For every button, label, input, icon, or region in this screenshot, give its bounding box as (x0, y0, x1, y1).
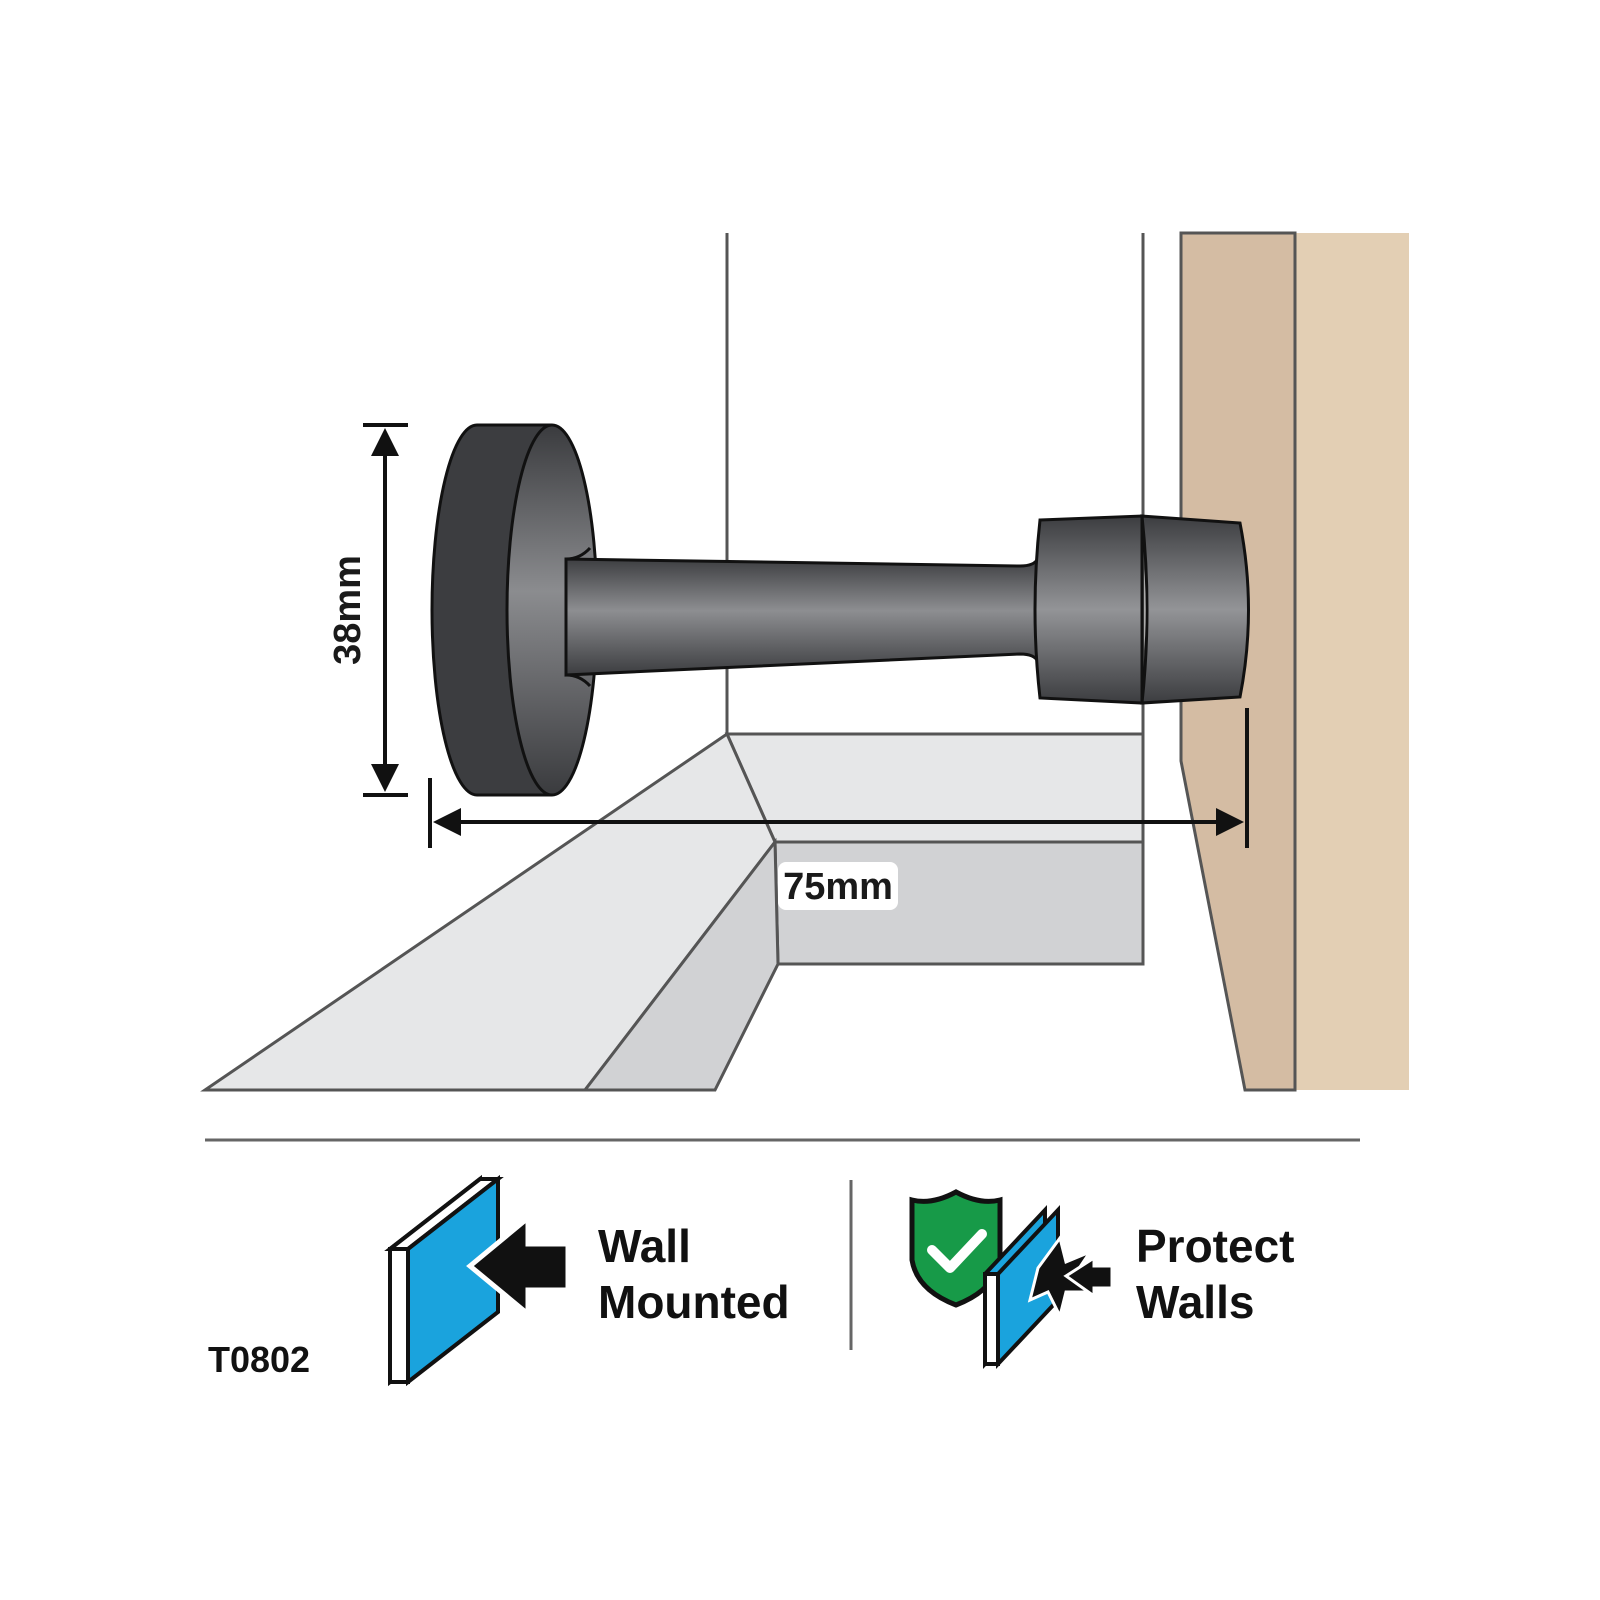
skirting-top (724, 732, 1145, 844)
length-dim-arrow-right (1216, 808, 1244, 836)
length-dim-label-bg (778, 862, 898, 910)
height-dim-arrow-top (371, 428, 399, 456)
wall-mount-icon (384, 1174, 571, 1387)
door-stopper (430, 423, 1250, 797)
feature-protect-walls: Protect Walls (909, 1189, 1294, 1370)
feature-wall-mounted-line2: Mounted (598, 1276, 790, 1328)
product-code: T0802 (208, 1339, 310, 1380)
feature-wall-mounted: Wall Mounted (384, 1174, 790, 1387)
height-dimension: 38mm (327, 423, 408, 797)
protect-wall-icon (909, 1189, 1114, 1370)
feature-wall-mounted-line1: Wall (598, 1220, 691, 1272)
rod-fillet-bottom (565, 673, 592, 688)
length-dim-arrow-left (433, 808, 461, 836)
feature-protect-walls-line1: Protect (1136, 1220, 1294, 1272)
check-icon (927, 1229, 987, 1273)
door-face (1295, 233, 1409, 1090)
height-dim-label: 38mm (327, 555, 369, 665)
floor-step-face (581, 837, 780, 1092)
length-dimension: 75mm (428, 708, 1249, 910)
stopper-rod (564, 557, 1040, 677)
stopper-rubber-tip (1140, 514, 1250, 705)
rod-fillet-top (565, 546, 592, 561)
height-dim-arrow-bottom (371, 764, 399, 792)
stopper-tip-housing (1033, 514, 1144, 705)
length-dim-label: 75mm (783, 866, 893, 908)
feature-protect-walls-line2: Walls (1136, 1276, 1254, 1328)
shield-icon (909, 1189, 1003, 1308)
